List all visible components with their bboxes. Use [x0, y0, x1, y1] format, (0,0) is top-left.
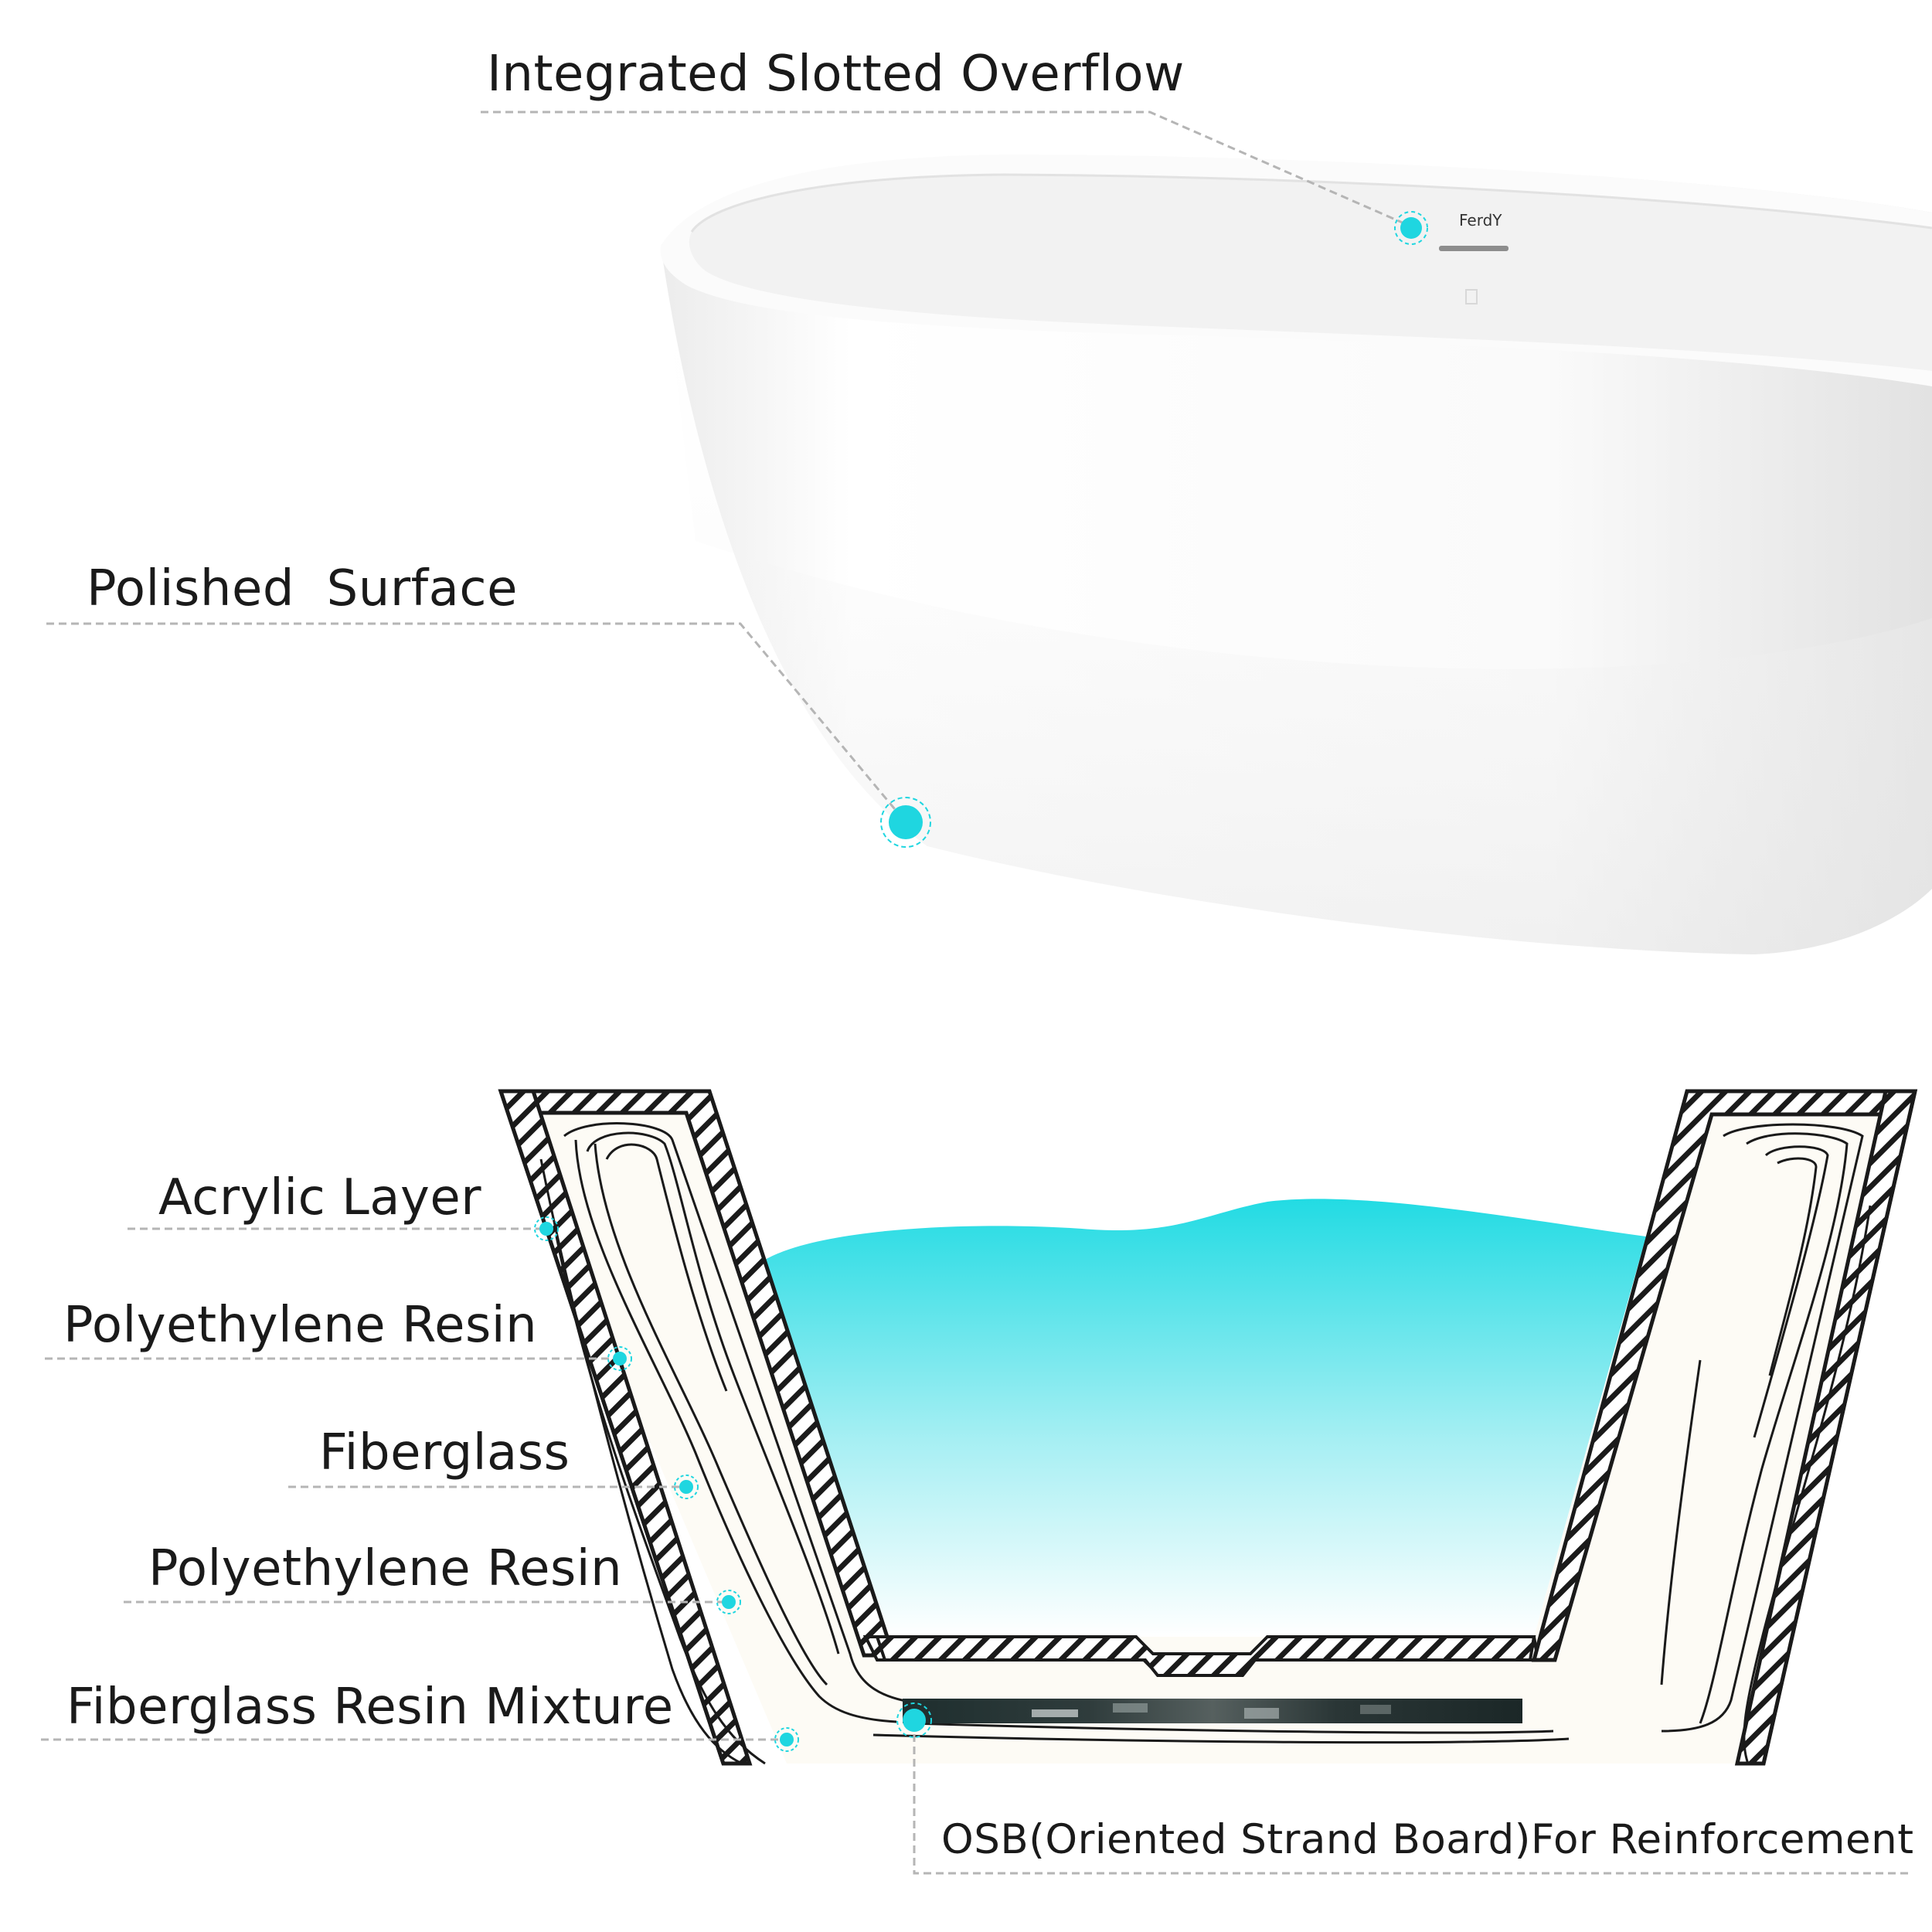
osb-reinforcement-label: OSB(Oriented Strand Board)For Reinforcem…: [941, 1816, 1914, 1863]
left-layer-lines: [539, 1122, 1570, 1765]
overflow-marker: [1394, 211, 1428, 245]
bottom-leader-lines: [41, 1227, 1913, 1875]
bathtub-photo: FerdY: [660, 155, 1932, 954]
water-fill: [765, 1199, 1646, 1637]
osb-board: [903, 1699, 1522, 1723]
overflow-leader-line: [481, 111, 1412, 228]
acrylic-marker: [534, 1216, 559, 1241]
acrylic-layer-label: Acrylic Layer: [158, 1169, 482, 1226]
osb-marker: [896, 1702, 932, 1738]
cross-section-diagram: [498, 1089, 1918, 1766]
top-leader-lines: [46, 111, 1412, 823]
poly-resin-1-marker: [607, 1346, 632, 1371]
overflow-label: Integrated Slotted Overflow: [487, 46, 1185, 103]
mixture-marker: [774, 1727, 799, 1752]
surface-label: Polished Surface: [87, 560, 518, 617]
surface-leader-line: [46, 622, 907, 823]
poly-resin-2-marker: [716, 1590, 741, 1614]
brand-logo: FerdY: [1459, 211, 1502, 230]
overflow-slot: [1439, 246, 1509, 251]
fiberglass-label: Fiberglass: [319, 1424, 570, 1481]
tub-inner-basin: [689, 175, 1932, 371]
surface-marker: [880, 797, 931, 848]
osb-leader-line: [913, 1722, 1913, 1875]
fiberglass-marker: [674, 1475, 699, 1499]
polyethylene-resin-label-2: Polyethylene Resin: [148, 1540, 623, 1597]
right-layer-lines: [1660, 1123, 1872, 1764]
polyethylene-resin-label-1: Polyethylene Resin: [63, 1297, 538, 1354]
fiberglass-resin-mixture-label: Fiberglass Resin Mixture: [66, 1679, 674, 1736]
